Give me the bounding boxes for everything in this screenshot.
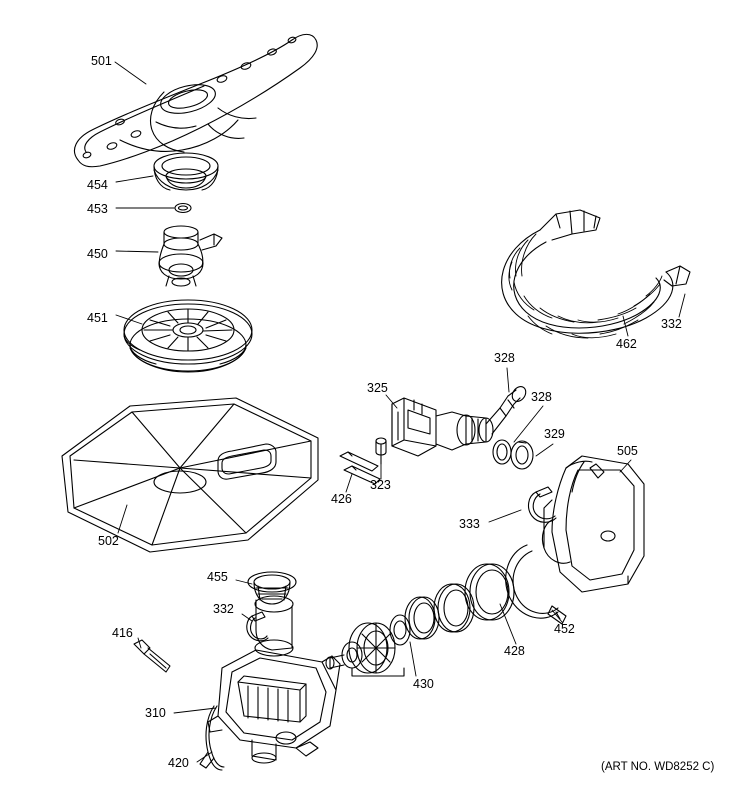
callout-505: 505 (617, 444, 638, 458)
callout-332-lower: 332 (213, 602, 234, 616)
callout-310: 310 (145, 706, 166, 720)
part-430-impeller (325, 622, 405, 677)
part-462-drain-hose (501, 209, 691, 339)
callout-428: 428 (504, 644, 525, 658)
callout-420: 420 (168, 756, 189, 770)
callout-451: 451 (87, 311, 108, 325)
part-505-housing (541, 455, 645, 593)
part-452-clamp (505, 544, 567, 625)
callout-501: 501 (91, 54, 112, 68)
callout-462: 462 (616, 337, 637, 351)
part-310-motor-pump (207, 595, 341, 764)
callout-323: 323 (370, 478, 391, 492)
callout-328-upper: 328 (494, 351, 515, 365)
callout-454: 454 (87, 178, 108, 192)
part-454-bearing (153, 152, 219, 191)
part-450-fitting (158, 225, 223, 287)
callout-450: 450 (87, 247, 108, 261)
part-451-filter-plate (123, 299, 253, 373)
callout-502: 502 (98, 534, 119, 548)
callout-430: 430 (413, 677, 434, 691)
part-332-clamp-lower (246, 611, 269, 642)
part-501-spray-arm (74, 33, 318, 168)
callout-453: 453 (87, 202, 108, 216)
part-455-strainer (247, 571, 297, 605)
part-426-screws (339, 451, 381, 485)
part-416-screw (133, 639, 171, 673)
part-420-spring (199, 705, 225, 771)
callout-455: 455 (207, 570, 228, 584)
part-333-clamp (527, 486, 557, 523)
part-328-rings (492, 439, 534, 470)
part-502-sump-gasket (61, 397, 319, 553)
callout-329: 329 (544, 427, 565, 441)
callout-332-hose: 332 (661, 317, 682, 331)
callout-416: 416 (112, 626, 133, 640)
leader-lines (114, 61, 686, 763)
callout-325: 325 (367, 381, 388, 395)
callout-426: 426 (331, 492, 352, 506)
callout-452: 452 (554, 622, 575, 636)
part-428-seal-rings (389, 563, 515, 646)
part-453-o-ring (174, 202, 192, 214)
callout-333: 333 (459, 517, 480, 531)
art-number-label: (ART NO. WD8252 C) (601, 761, 715, 773)
part-325-drain-valve (391, 386, 527, 457)
callout-328-lower: 328 (531, 390, 552, 404)
